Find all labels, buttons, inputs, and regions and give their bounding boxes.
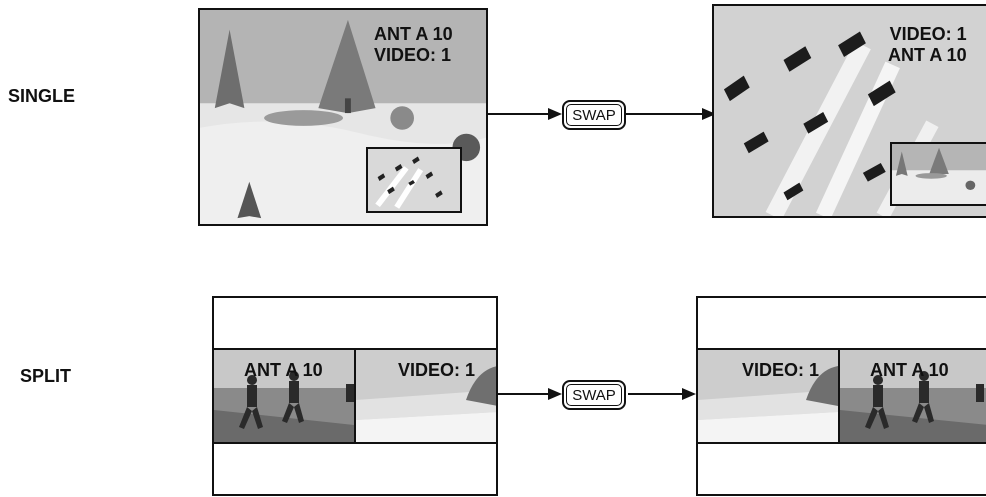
osd-line-2: VIDEO: 1 <box>374 45 452 65</box>
split-before-right-osd: VIDEO: 1 <box>398 360 476 380</box>
single-before-osd: ANT A 10 VIDEO: 1 <box>374 24 453 66</box>
split-swap-arrows <box>498 388 696 400</box>
hikers-image <box>214 350 354 442</box>
split-bottom-border <box>698 442 986 444</box>
hikers-image <box>840 350 986 442</box>
split-before-left-osd: ANT A 10 <box>244 360 323 380</box>
split-after-left-osd: VIDEO: 1 <box>742 360 820 380</box>
split-after-screen: VIDEO: 1 ANT A 10 <box>696 296 986 496</box>
split-before-screen: ANT A 10 VIDEO: 1 <box>212 296 498 496</box>
split-swap-button[interactable]: SWAP <box>562 380 626 410</box>
single-row-label: SINGLE <box>8 86 76 106</box>
single-before-screen: ANT A 10 VIDEO: 1 <box>198 8 488 226</box>
jets-image <box>714 6 986 216</box>
osd-line-1: ANT A 10 <box>374 24 453 44</box>
snow-landscape-pip-image <box>892 144 986 204</box>
split-divider <box>838 350 840 442</box>
beach-image <box>698 350 838 442</box>
single-swap-button[interactable]: SWAP <box>562 100 626 130</box>
split-row-label: SPLIT <box>20 366 72 386</box>
single-before-pip <box>366 147 462 213</box>
split-before-right-pane <box>356 350 496 442</box>
osd-line-1: VIDEO: 1 <box>889 24 967 44</box>
split-top-border <box>698 348 986 350</box>
swap-label: SWAP <box>566 104 622 126</box>
split-after-right-osd: ANT A 10 <box>870 360 949 380</box>
split-divider <box>354 350 356 442</box>
single-after-osd: VIDEO: 1 ANT A 10 <box>888 24 967 66</box>
single-after-screen: VIDEO: 1 ANT A 10 <box>712 4 986 218</box>
single-swap-arrows <box>488 108 716 120</box>
swap-label: SWAP <box>566 384 622 406</box>
split-after-right-pane <box>840 350 986 442</box>
osd-line-2: ANT A 10 <box>888 45 967 65</box>
beach-image <box>356 350 496 442</box>
split-bottom-border <box>214 442 496 444</box>
split-before-left-pane <box>214 350 354 442</box>
jets-pip-image <box>368 149 460 211</box>
split-top-border <box>214 348 496 350</box>
split-after-left-pane <box>698 350 838 442</box>
single-after-pip <box>890 142 986 206</box>
